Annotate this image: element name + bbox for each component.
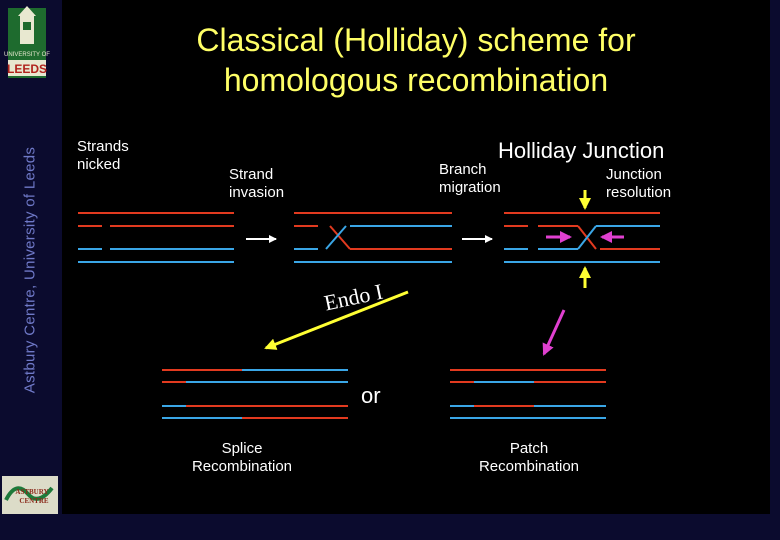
label-line: Strands (77, 138, 129, 155)
astbury-swirl-icon (4, 486, 54, 501)
splice-product-duplexes (162, 369, 348, 419)
yellow-resolution-arrow (264, 290, 409, 350)
diagram-panel (62, 0, 770, 514)
label-strand-invasion: Strand invasion (229, 166, 284, 202)
astbury-logo-line1: ASTBURY (15, 488, 48, 496)
title-line1: Classical (Holliday) scheme for (196, 22, 636, 58)
label-or: or (361, 383, 381, 408)
stage-holliday-junction (504, 212, 660, 263)
label-line: Recombination (478, 458, 580, 475)
label-line: nicked (77, 156, 121, 173)
blue-crossover-strand (325, 225, 347, 250)
sidebar-graphics: UNIVERSITY OF LEEDS ASTBURY CENTRE (2, 6, 58, 514)
label-line: Branch (439, 161, 487, 178)
tower-roof-icon (18, 6, 36, 16)
label-strands-nicked: Strands nicked (77, 138, 129, 174)
leeds-logo: UNIVERSITY OF LEEDS (4, 6, 50, 78)
label-patch-recombination: Patch Recombination (469, 440, 589, 476)
label-line: Patch (509, 440, 549, 457)
label-line: resolution (606, 184, 672, 201)
patch-product-duplexes (450, 369, 606, 419)
label-branch-migration: Branch migration (439, 161, 501, 197)
blue-crossover-strand (577, 225, 597, 250)
stage-nicked-duplexes (78, 212, 234, 263)
label-line: invasion (229, 184, 285, 201)
red-crossover-strand (329, 225, 351, 250)
logo-band (8, 60, 46, 76)
title-line2: homologous recombination (223, 62, 609, 98)
clock-icon (23, 22, 31, 30)
label-line: Junction (606, 166, 662, 183)
magenta-resolution-arrow (542, 309, 566, 356)
astbury-logo-line2: CENTRE (19, 497, 49, 505)
logo-bottom-text: LEEDS (7, 62, 47, 76)
label-line: Splice (221, 440, 263, 457)
astbury-logo: ASTBURY CENTRE (2, 476, 58, 514)
label-line: migration (439, 179, 501, 196)
label-splice-recombination: Splice Recombination (182, 440, 302, 476)
label-holliday-junction: Holliday Junction (498, 138, 665, 163)
label-junction-resolution: Junction resolution (606, 166, 671, 202)
page-title: Classical (Holliday) scheme for homologo… (62, 20, 770, 100)
label-line: Recombination (191, 458, 293, 475)
stage-invasion-duplexes (294, 212, 452, 263)
label-line: Strand (229, 166, 274, 183)
logo-top-text: UNIVERSITY OF (4, 52, 50, 58)
sidebar: UNIVERSITY OF LEEDS ASTBURY CENTRE Astbu… (0, 0, 62, 540)
